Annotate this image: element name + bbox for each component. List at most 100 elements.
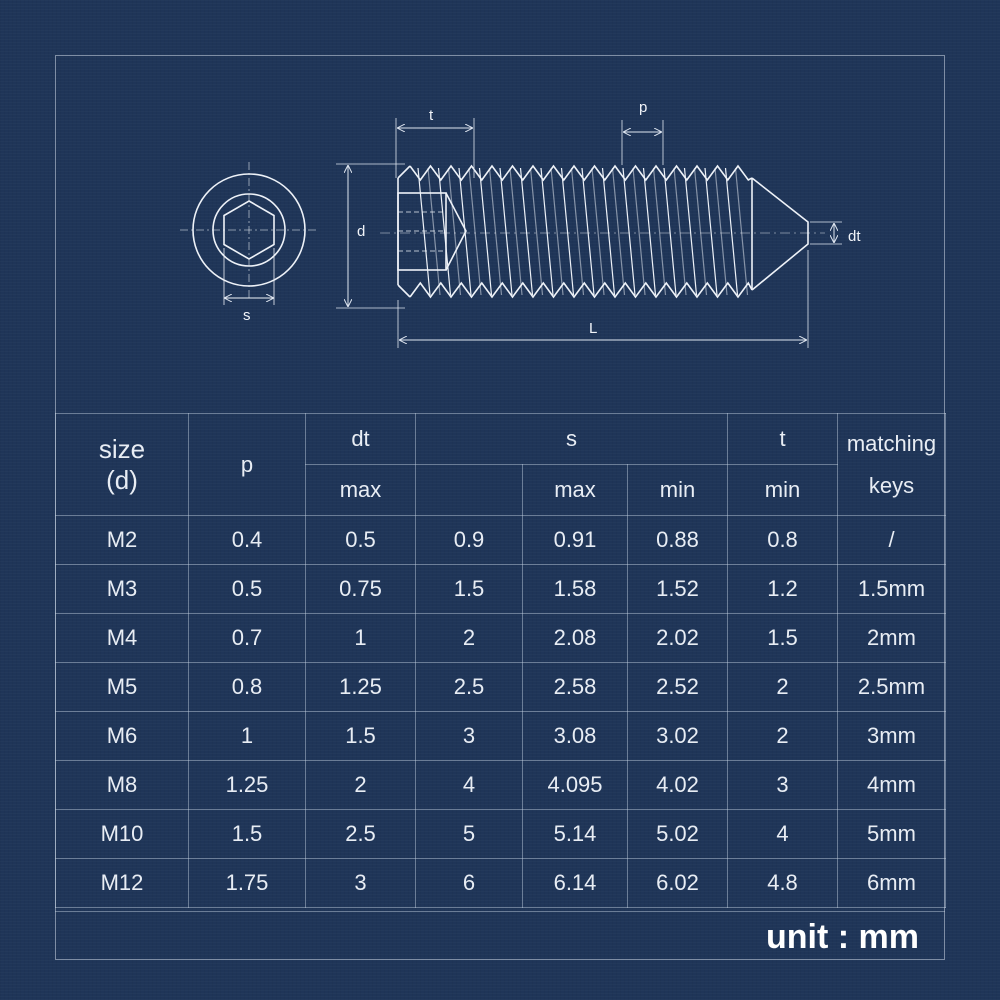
cell-matching-keys: 1.5mm [837,564,946,614]
cell-size: M10 [55,809,189,859]
cell-t-min: 0.8 [727,515,838,565]
table-footer: unit : mm [55,911,945,960]
cell-t-min: 4 [727,809,838,859]
cell-dt-max: 2 [305,760,416,810]
cell-s-min: 0.88 [627,515,728,565]
cell-dt-max: 3 [305,858,416,908]
cell-s-min: 3.02 [627,711,728,761]
spec-table: size (d) p dt s t matching keys max max … [55,413,946,908]
screw-technical-drawing [180,118,842,348]
cell-s-max: 3.08 [522,711,628,761]
cell-s-nominal: 3 [415,711,523,761]
header-matching-keys: matching keys [837,413,946,516]
cell-matching-keys: / [837,515,946,565]
cell-s-max: 4.095 [522,760,628,810]
cell-s-max: 5.14 [522,809,628,859]
cell-p: 0.8 [188,662,306,712]
cell-s-min: 1.52 [627,564,728,614]
cell-p: 0.4 [188,515,306,565]
side-view [380,164,825,299]
cell-p: 1 [188,711,306,761]
cell-t-min: 2 [727,662,838,712]
header-t: t [727,413,838,465]
header-size-unit: (d) [106,464,138,495]
cell-s-min: 2.52 [627,662,728,712]
cell-dt-max: 0.5 [305,515,416,565]
cell-size: M6 [55,711,189,761]
cell-p: 1.75 [188,858,306,908]
cell-t-min: 1.5 [727,613,838,663]
cell-s-nominal: 2 [415,613,523,663]
header-dt: dt [305,413,416,465]
header-s-nominal [415,464,523,516]
screw-drawing: t p d dt s L [0,0,1000,410]
header-s-max: max [522,464,628,516]
dim-label-s: s [243,307,251,324]
cell-size: M4 [55,613,189,663]
cell-t-min: 1.2 [727,564,838,614]
header-size-label: size [98,433,146,464]
cell-matching-keys: 6mm [837,858,946,908]
cell-s-min: 5.02 [627,809,728,859]
cell-dt-max: 1 [305,613,416,663]
header-s: s [415,413,728,465]
end-view [180,162,318,305]
cell-matching-keys: 2.5mm [837,662,946,712]
cell-s-max: 2.08 [522,613,628,663]
cell-s-max: 2.58 [522,662,628,712]
cell-matching-keys: 4mm [837,760,946,810]
cell-size: M12 [55,858,189,908]
cell-size: M5 [55,662,189,712]
cell-s-nominal: 2.5 [415,662,523,712]
cell-size: M3 [55,564,189,614]
header-size: size (d) [55,413,189,516]
cell-t-min: 2 [727,711,838,761]
cell-t-min: 3 [727,760,838,810]
cell-s-nominal: 0.9 [415,515,523,565]
cell-p: 1.5 [188,809,306,859]
dim-label-d: d [357,223,366,240]
cell-p: 0.7 [188,613,306,663]
unit-label: unit : mm [766,918,919,956]
cell-dt-max: 2.5 [305,809,416,859]
cell-dt-max: 1.25 [305,662,416,712]
cell-s-min: 2.02 [627,613,728,663]
cell-s-max: 1.58 [522,564,628,614]
cell-p: 1.25 [188,760,306,810]
cell-s-min: 6.02 [627,858,728,908]
cell-s-nominal: 4 [415,760,523,810]
dim-label-t: t [429,107,434,124]
dimension-lines [336,118,842,348]
cell-matching-keys: 3mm [837,711,946,761]
header-t-min: min [727,464,838,516]
cell-s-max: 6.14 [522,858,628,908]
cell-p: 0.5 [188,564,306,614]
dim-label-L: L [589,320,598,337]
cell-s-max: 0.91 [522,515,628,565]
header-p: p [188,413,306,516]
dim-label-dt: dt [848,228,861,245]
cell-dt-max: 0.75 [305,564,416,614]
cell-dt-max: 1.5 [305,711,416,761]
cell-matching-keys: 5mm [837,809,946,859]
cell-matching-keys: 2mm [837,613,946,663]
header-keys-line1: matching [846,430,937,456]
cell-s-nominal: 5 [415,809,523,859]
cell-s-nominal: 1.5 [415,564,523,614]
cell-t-min: 4.8 [727,858,838,908]
header-dt-max: max [305,464,416,516]
cell-size: M8 [55,760,189,810]
cell-s-nominal: 6 [415,858,523,908]
header-keys-line2: keys [868,472,915,498]
dim-label-p: p [639,99,648,116]
cell-s-min: 4.02 [627,760,728,810]
header-s-min: min [627,464,728,516]
